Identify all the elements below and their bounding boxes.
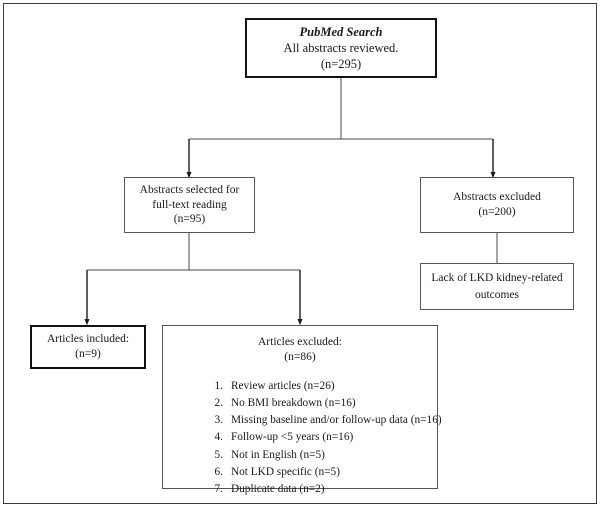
node-articles-excluded: Articles excluded: (n=86) Review article… xyxy=(162,325,442,498)
node-articles-excluded-count: (n=86) xyxy=(284,350,316,363)
exclusion-reason-item: No BMI breakdown (n=16) xyxy=(209,395,356,412)
node-articles-included: Articles included: (n=9) xyxy=(30,325,146,369)
node-pubmed-search-count: (n=295) xyxy=(320,57,362,71)
node-abstracts-selected-line1: Abstracts selected for xyxy=(139,183,240,196)
node-articles-excluded-label: Articles excluded: xyxy=(258,336,342,348)
node-articles-included-count: (n=9) xyxy=(75,348,101,360)
node-abstracts-excluded-count: (n=200) xyxy=(478,206,516,218)
node-articles-included-label: Articles included: xyxy=(46,333,130,346)
node-pubmed-search-detail: All abstracts reviewed. xyxy=(283,41,399,55)
figure-outer-border xyxy=(3,3,597,504)
node-articles-excluded-heading: Articles excluded: (n=86) xyxy=(163,335,437,365)
exclusion-reason-item: Not in English (n=5) xyxy=(209,447,325,464)
exclusion-reason-item: Follow-up <5 years (n=16) xyxy=(209,429,354,446)
exclusion-reason-item: Not LKD specific (n=5) xyxy=(209,464,340,481)
node-pubmed-search: PubMed Search All abstracts reviewed. (n… xyxy=(245,18,437,78)
node-abstracts-selected-count: (n=95) xyxy=(173,213,206,226)
node-abstracts-excluded-label: Abstracts excluded xyxy=(453,191,541,204)
exclusion-reason-item: Missing baseline and/or follow-up data (… xyxy=(209,412,442,429)
exclusion-reason-list: Review articles (n=26)No BMI breakdown (… xyxy=(163,378,442,498)
exclusion-reason-item: Review articles (n=26) xyxy=(209,378,335,395)
node-lack-lkd-outcomes: Lack of LKD kidney-related outcomes xyxy=(420,263,574,310)
node-lack-lkd-line1: Lack of LKD kidney-related xyxy=(431,271,563,284)
node-pubmed-search-title: PubMed Search xyxy=(299,25,383,39)
node-abstracts-excluded: Abstracts excluded (n=200) xyxy=(420,177,574,233)
exclusion-reason-item: Duplicate data (n=2) xyxy=(209,481,325,498)
node-abstracts-selected: Abstracts selected for full-text reading… xyxy=(124,177,255,233)
node-lack-lkd-line2: outcomes xyxy=(474,288,520,301)
node-abstracts-selected-line2: full-text reading xyxy=(152,198,227,211)
